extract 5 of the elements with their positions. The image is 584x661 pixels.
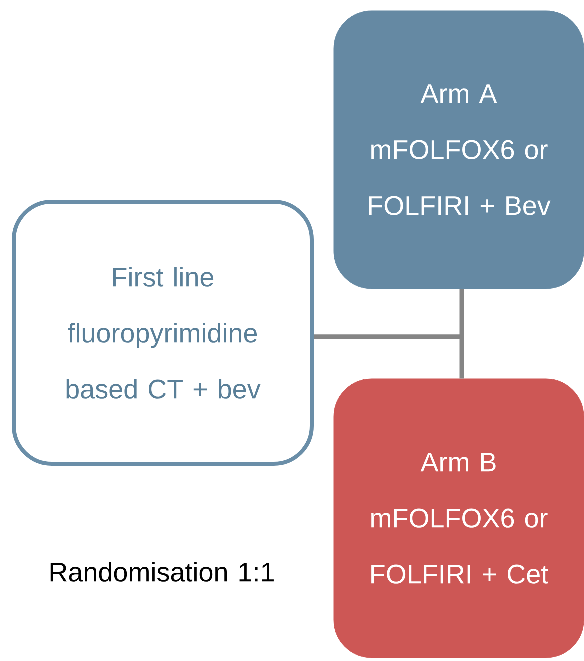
arm-box: Arm A mFOLFOX6 or FOLFIRI + Bev (334, 10, 584, 290)
connector-line (314, 334, 464, 379)
arm-box: Arm B mFOLFOX6 or FOLFIRI + Cet (334, 378, 584, 658)
process-box: First line fluoropyrimidine based CT + bev (12, 200, 314, 466)
note-text: Randomisation 1:1 (50, 562, 274, 582)
